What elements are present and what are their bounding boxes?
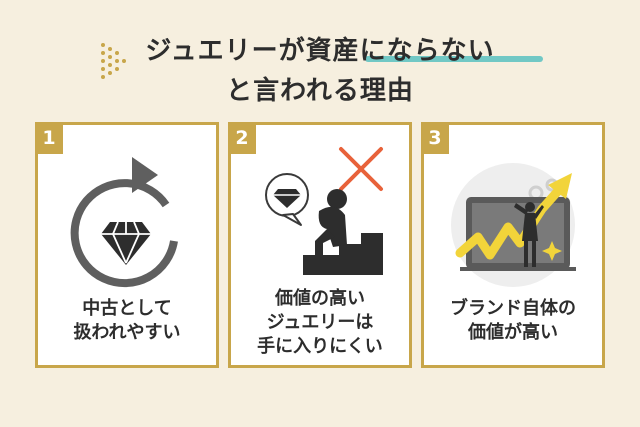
reason-card-1: 1 中古として 扱われやすい <box>35 122 219 368</box>
card-number-badge: 1 <box>35 122 63 154</box>
title-line-1: ジュエリーが資産にならない <box>145 36 495 66</box>
card-1-caption: 中古として 扱われやすい <box>73 298 181 343</box>
reason-card-3: 3 ブランド自体の 価値が高い <box>421 122 605 368</box>
sad-person-on-stairs-icon <box>265 147 383 275</box>
card-2-caption: 価値の高い ジュエリーは 手に入りにくい <box>257 288 383 357</box>
rising-value-icon <box>451 163 576 287</box>
cross-icon <box>339 147 383 191</box>
card-3-caption: ブランド自体の 価値が高い <box>450 298 576 343</box>
title-line-2: と言われる理由 <box>226 76 414 106</box>
diamond-recycle-icon <box>70 157 178 288</box>
card-number-badge: 2 <box>228 122 256 154</box>
triangle-dots-icon <box>101 43 126 79</box>
title-highlight-underline <box>365 56 543 62</box>
card-number-badge: 3 <box>421 122 449 154</box>
reason-card-2: 2 価値の高い ジュエリーは 手に入りにくい <box>228 122 412 368</box>
